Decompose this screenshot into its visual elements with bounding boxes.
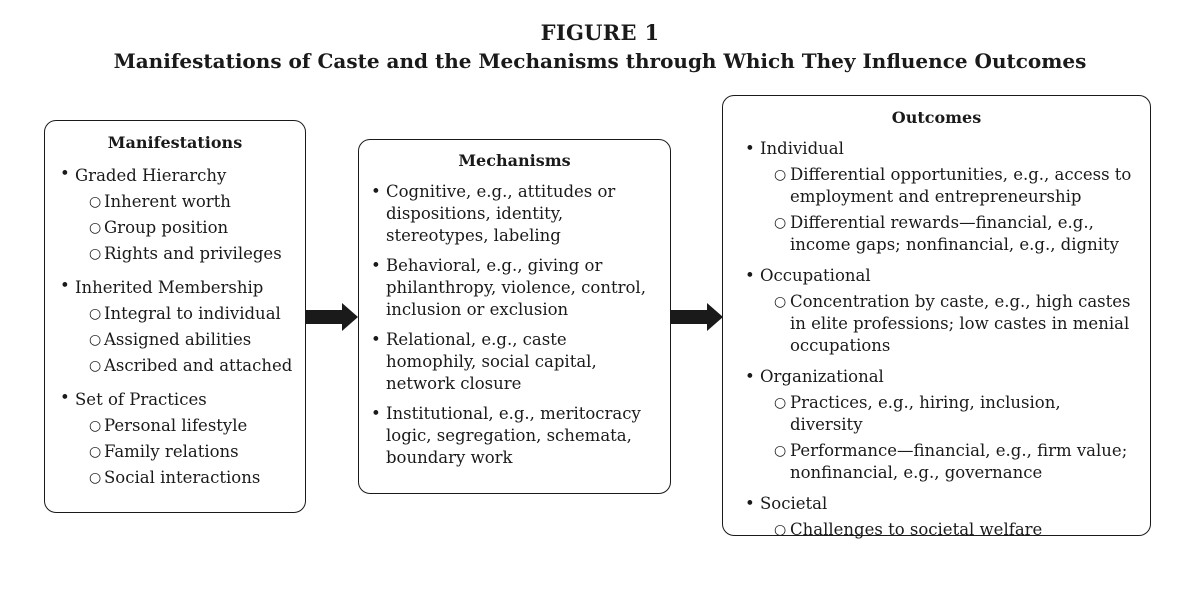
outcome-subitem: ○Practices, e.g., hiring, inclusion, div… [774,392,1138,436]
bullet-icon: • [60,388,70,407]
outcome-sublist: ○Challenges to societal welfare [774,519,1138,541]
sub-bullet-icon: ○ [774,522,787,538]
outcome-subitem-text: Differential opportunities, e.g., access… [790,165,1132,206]
bullet-icon: • [371,404,381,423]
outcome-item: • Organizational ○Practices, e.g., hirin… [745,366,1138,484]
bullet-icon: • [371,256,381,275]
mechanism-text: Institutional, e.g., meritocracy logic, … [386,404,641,467]
mechanism-text: Cognitive, e.g., attitudes or dispositio… [386,182,616,245]
manifestation-subitem-text: Inherent worth [104,192,231,211]
outcome-item: • Individual ○Differential opportunities… [745,138,1138,256]
right-arrow-icon [306,303,358,331]
manifestation-item: • Inherited Membership ○Integral to indi… [60,275,305,379]
sub-bullet-icon: ○ [89,194,102,210]
outcomes-box: Outcomes • Individual ○Differential oppo… [722,95,1151,539]
outcome-label: Occupational [760,266,871,285]
outcome-subitem: ○Concentration by caste, e.g., high cast… [774,291,1138,357]
mechanisms-list: • Cognitive, e.g., attitudes or dispositi… [371,181,656,469]
outcome-label: Organizational [760,367,884,386]
manifestation-subitem: ○Group position [89,215,305,241]
manifestation-subitem: ○Assigned abilities [89,327,305,353]
sub-bullet-icon: ○ [89,418,102,434]
manifestations-heading: Manifestations [107,133,243,152]
figure-label: FIGURE 1 [540,20,660,45]
mechanism-text: Behavioral, e.g., giving or philanthropy… [386,256,646,319]
outcome-subitem-text: Performance—financial, e.g., firm value;… [790,441,1128,482]
figure-title: Manifestations of Caste and the Mechanis… [113,49,1087,73]
sub-bullet-icon: ○ [774,215,787,231]
outcome-sublist: ○Concentration by caste, e.g., high cast… [774,291,1138,357]
sub-bullet-icon: ○ [89,470,102,486]
manifestation-label: Set of Practices [75,390,207,409]
manifestation-item: • Graded Hierarchy ○Inherent worth ○Grou… [60,163,305,267]
manifestation-sublist: ○Inherent worth ○Group position ○Rights … [89,189,305,267]
sub-bullet-icon: ○ [774,395,787,411]
manifestations-box: Manifestations • Graded Hierarchy ○Inher… [44,120,306,513]
manifestation-subitem: ○Inherent worth [89,189,305,215]
outcome-subitem-text: Differential rewards—financial, e.g., in… [790,213,1119,254]
manifestation-subitem-text: Group position [104,218,229,237]
bullet-icon: • [371,182,381,201]
bullet-icon: • [60,276,70,295]
manifestation-subitem-text: Integral to individual [104,304,281,323]
outcome-item: • Occupational ○Concentration by caste, … [745,265,1138,357]
sub-bullet-icon: ○ [89,332,102,348]
bullet-icon: • [371,330,381,349]
sub-bullet-icon: ○ [89,246,102,262]
sub-bullet-icon: ○ [89,444,102,460]
mechanism-item: • Cognitive, e.g., attitudes or dispositi… [371,181,656,247]
manifestation-subitem: ○Family relations [89,439,305,465]
bullet-icon: • [745,367,755,386]
outcome-subitem-text: Concentration by caste, e.g., high caste… [790,292,1131,355]
sub-bullet-icon: ○ [774,294,787,310]
manifestation-subitem: ○Integral to individual [89,301,305,327]
outcome-subitem-text: Practices, e.g., hiring, inclusion, dive… [790,393,1061,434]
bullet-icon: • [745,139,755,158]
manifestation-subitem: ○Rights and privileges [89,241,305,267]
mechanisms-box: Mechanisms • Cognitive, e.g., attitudes o… [358,139,671,494]
manifestation-sublist: ○Integral to individual ○Assigned abilit… [89,301,305,379]
sub-bullet-icon: ○ [89,306,102,322]
sub-bullet-icon: ○ [89,220,102,236]
outcome-label: Societal [760,494,828,513]
mechanisms-heading: Mechanisms [458,151,571,170]
outcome-sublist: ○Practices, e.g., hiring, inclusion, div… [774,392,1138,484]
manifestation-label: Inherited Membership [75,278,264,297]
outcome-subitem: ○Differential opportunities, e.g., acces… [774,164,1138,208]
outcomes-list: • Individual ○Differential opportunities… [745,138,1138,541]
outcomes-heading: Outcomes [891,108,982,127]
manifestation-subitem: ○Personal lifestyle [89,413,305,439]
outcome-subitem: ○Performance—financial, e.g., firm value… [774,440,1138,484]
bullet-icon: • [60,164,70,183]
manifestation-sublist: ○Personal lifestyle ○Family relations ○S… [89,413,305,491]
manifestation-label: Graded Hierarchy [75,166,227,185]
manifestation-subitem-text: Assigned abilities [104,330,252,349]
outcome-subitem-text: Challenges to societal welfare [790,520,1043,539]
manifestation-item: • Set of Practices ○Personal lifestyle ○… [60,387,305,491]
manifestation-subitem: ○Ascribed and attached [89,353,305,379]
mechanism-item: • Relational, e.g., caste homophily, soci… [371,329,656,395]
manifestation-subitem-text: Personal lifestyle [104,416,248,435]
manifestation-subitem-text: Social interactions [104,468,261,487]
outcome-subitem: ○Challenges to societal welfare [774,519,1138,541]
outcome-sublist: ○Differential opportunities, e.g., acces… [774,164,1138,256]
mechanism-item: • Institutional, e.g., meritocracy logic,… [371,403,656,469]
manifestation-subitem-text: Rights and privileges [104,244,282,263]
bullet-icon: • [745,494,755,513]
sub-bullet-icon: ○ [89,358,102,374]
outcome-subitem: ○Differential rewards—financial, e.g., i… [774,212,1138,256]
mechanism-item: • Behavioral, e.g., giving or philanthrop… [371,255,656,321]
sub-bullet-icon: ○ [774,167,787,183]
right-arrow-icon [671,303,723,331]
outcome-item: • Societal ○Challenges to societal welfa… [745,493,1138,541]
outcome-label: Individual [760,139,844,158]
mechanism-text: Relational, e.g., caste homophily, socia… [386,330,597,393]
manifestation-subitem-text: Family relations [104,442,239,461]
manifestation-subitem: ○Social interactions [89,465,305,491]
manifestation-subitem-text: Ascribed and attached [104,356,293,375]
sub-bullet-icon: ○ [774,443,787,459]
manifestations-list: • Graded Hierarchy ○Inherent worth ○Grou… [60,163,305,491]
bullet-icon: • [745,266,755,285]
